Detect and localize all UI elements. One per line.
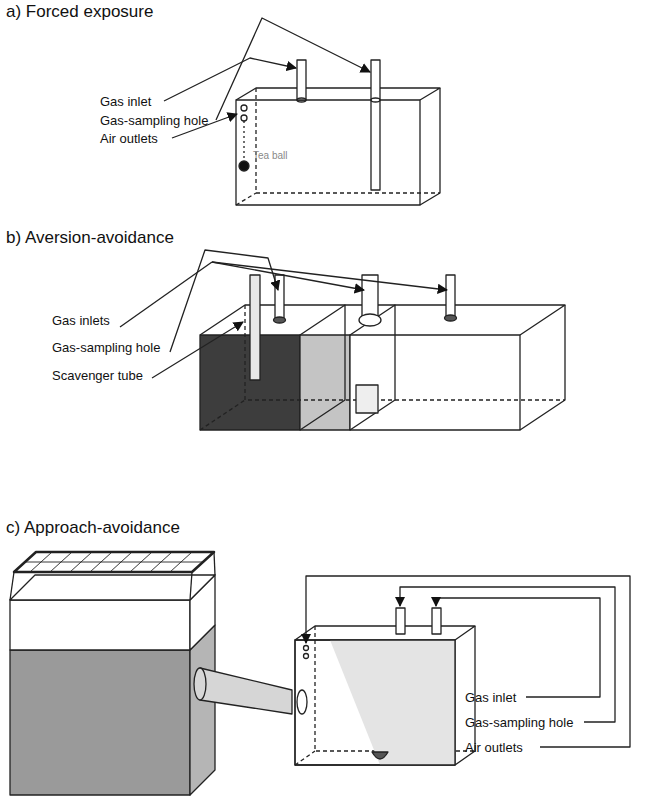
callout-label: Gas-sampling hole — [100, 113, 208, 129]
callout-label: Scavenger tube — [52, 368, 143, 384]
callout-label: Gas inlets — [52, 313, 110, 329]
callout-label: Air outlets — [465, 740, 523, 756]
callout-label: Gas inlet — [465, 690, 516, 706]
callout-label: Gas-sampling hole — [465, 715, 573, 731]
callout-label: Air outlets — [100, 131, 158, 147]
callout-label: Gas-sampling hole — [52, 340, 160, 356]
connecting-tube — [194, 668, 292, 714]
leader-lines — [120, 250, 447, 378]
part-label: Tea ball — [253, 150, 287, 162]
three-chamber-box — [200, 275, 565, 430]
panel-title: a) Forced exposure — [6, 2, 153, 22]
exposure-box — [236, 60, 440, 205]
panel-title: b) Aversion-avoidance — [6, 228, 174, 248]
callout-label: Gas inlet — [100, 94, 151, 110]
home-cage — [10, 552, 215, 795]
test-box — [295, 608, 475, 765]
panel-title: c) Approach-avoidance — [6, 518, 180, 538]
leader-lines — [306, 576, 630, 747]
